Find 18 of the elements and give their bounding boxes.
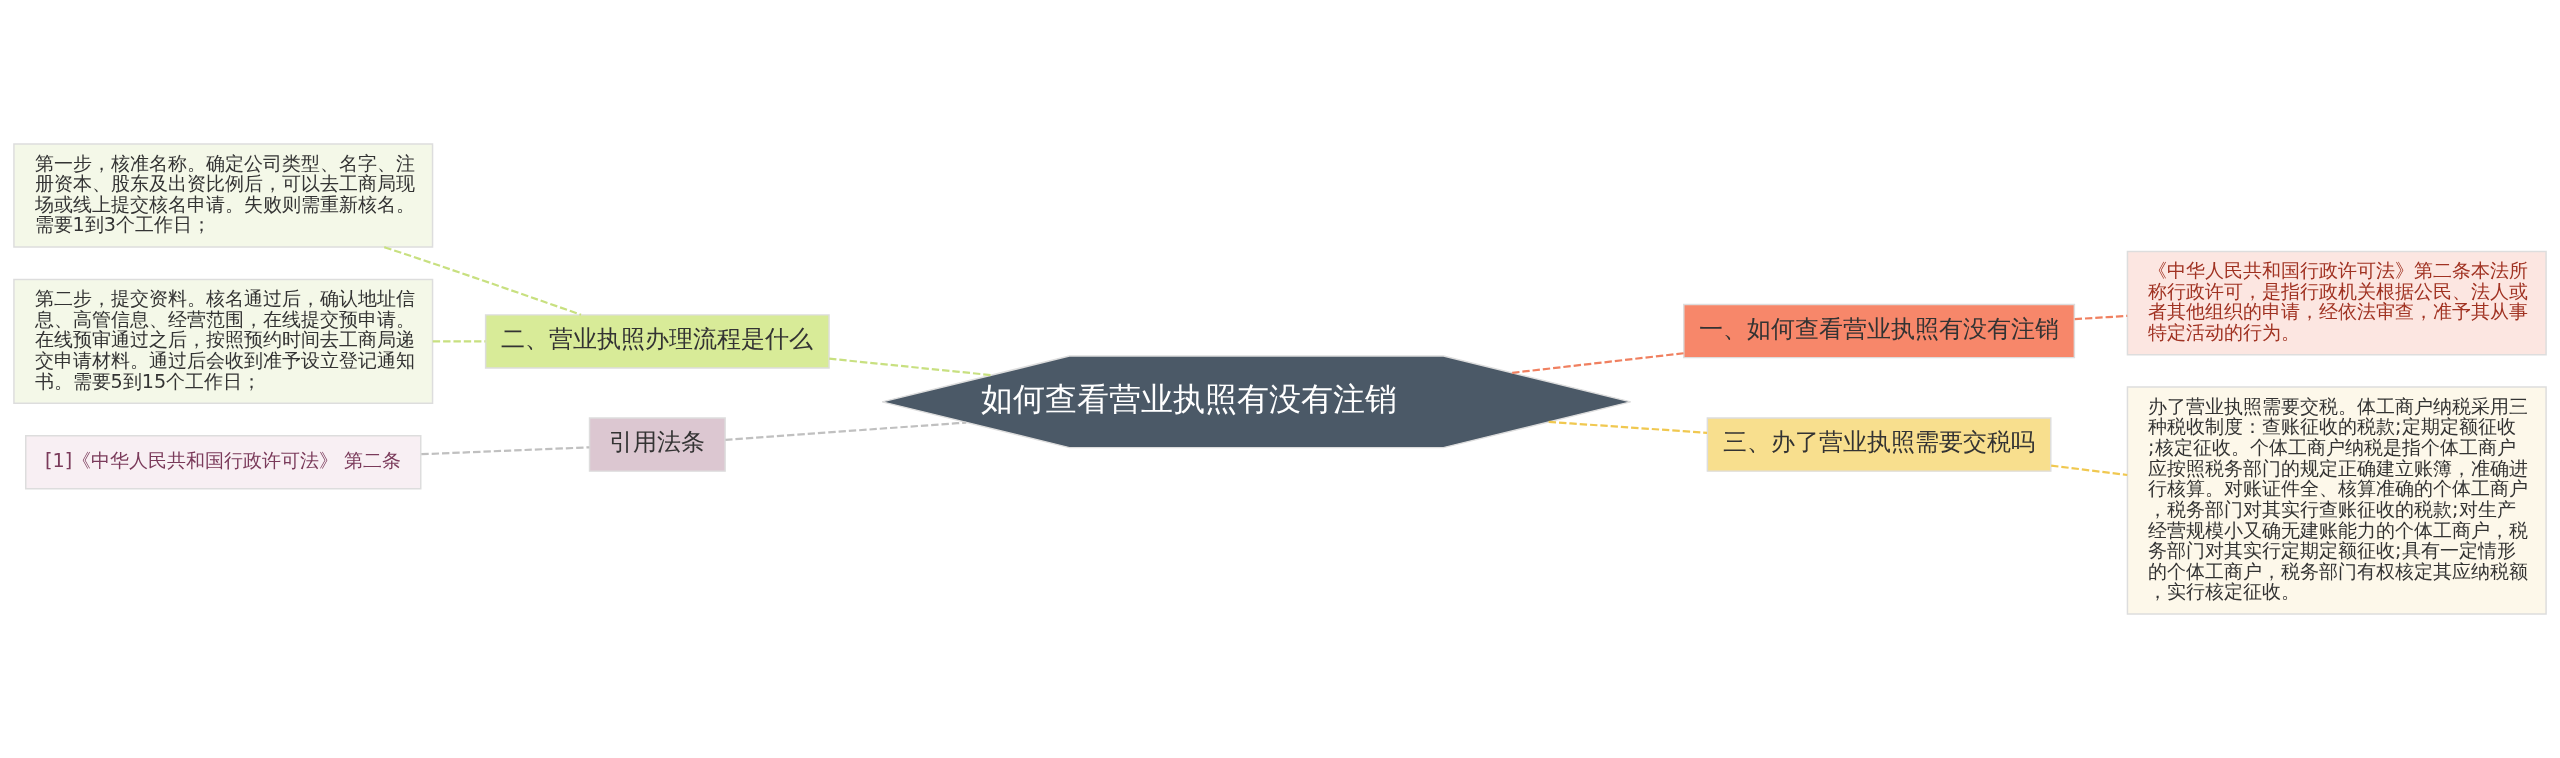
- connector: [1548, 420, 1708, 434]
- node-box: 二、营业执照办理流程是什么: [484, 314, 830, 369]
- connector: [1512, 352, 1684, 374]
- node-box: 引用法条: [588, 417, 726, 472]
- connector: [829, 357, 992, 377]
- node-box: [1]《中华人民共和国行政许可法》 第二条: [25, 435, 422, 490]
- connector: [421, 446, 590, 456]
- node-box: 办了营业执照需要交税。体工商户纳税采用三种税收制度：查账征收的税款;定期定额征收;核定征收。个体工商户纳税是指个体工商户应按照税务部门的规定正确建立账簿，准确进行核算。对账证件全、核算准确的个体工商户，税务部门对其实行查账征收的税款;对生产经营规模小又确无建账能力的个体工商户，税务部门对其实行定期定额征收;具有一定情形的个体工商户，税务部门有权核定其应纳税额，实行核定征收。: [2126, 386, 2547, 615]
- node-box: 《中华人民共和国行政许可法》第二条本法所称行政许可，是指行政机关根据公民、法人或者其他组织的申请，经依法审查，准予其从事特定活动的行为。: [2126, 250, 2547, 356]
- connector: [725, 421, 967, 441]
- node-box: 三、办了营业执照需要交税吗: [1706, 417, 2052, 472]
- connector: [432, 340, 486, 343]
- node-box: 第一步，核准名称。确定公司类型、名字、注册资本、股东及出资比例后，可以去工商局现场或线上提交核名申请。失败则需重新核名。需要1到3个工作日；: [13, 143, 434, 248]
- connector: [2051, 464, 2128, 477]
- connector: [2074, 314, 2128, 321]
- node-box: 第二步，提交资料。核名通过后，确认地址信息、高管信息、经营范围，在线提交预申请。在线预审通过之后，按照预约时间去工商局递交申请材料。通过后会收到准予设立登记通知书。需要5到15个工作日；: [13, 278, 434, 405]
- connector: [383, 246, 582, 316]
- node-box: 一、如何查看营业执照有没有注销: [1683, 303, 2076, 359]
